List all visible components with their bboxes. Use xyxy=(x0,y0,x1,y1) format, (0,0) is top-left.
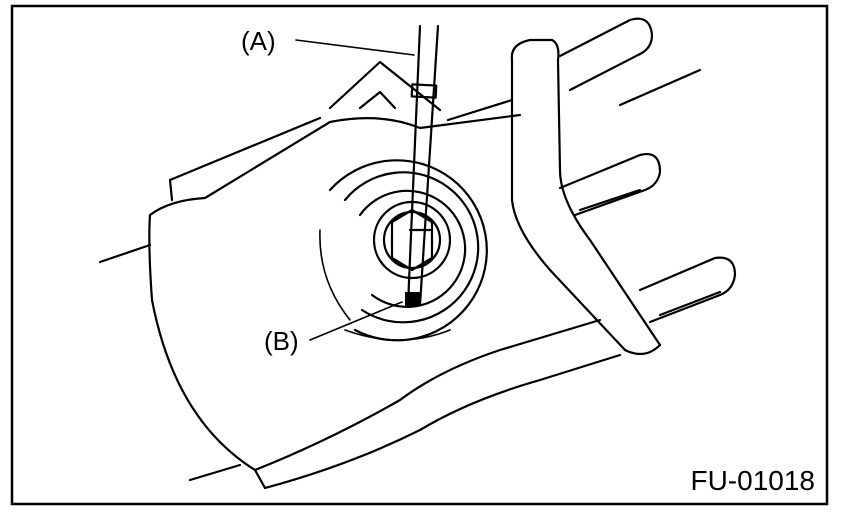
leader-line-a xyxy=(295,39,415,56)
figure-code: FU-01018 xyxy=(690,465,815,496)
probe-tool xyxy=(405,24,440,307)
callout-a: (A) xyxy=(241,26,276,56)
bracket-body xyxy=(98,113,622,490)
figure-frame xyxy=(10,4,829,506)
triangle-tab xyxy=(328,60,442,112)
tubes xyxy=(558,17,737,324)
callout-b: (B) xyxy=(264,326,299,356)
bent-pipe xyxy=(446,38,662,356)
leader-line-b xyxy=(309,301,403,341)
probe-tip xyxy=(405,292,421,306)
grommet-rings xyxy=(319,159,488,342)
